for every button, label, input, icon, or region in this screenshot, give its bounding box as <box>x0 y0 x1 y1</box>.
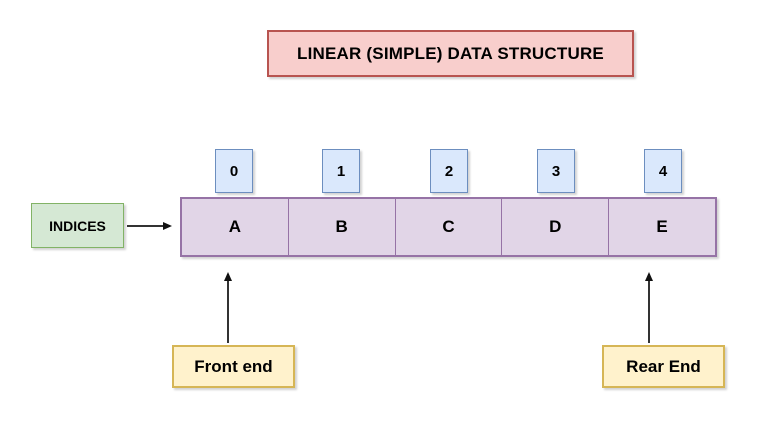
index-label-2: 2 <box>444 162 454 180</box>
array-value-3: D <box>549 217 562 236</box>
index-box-0: 0 <box>215 149 253 193</box>
array-cell-0: A <box>182 199 288 255</box>
array-value-4: E <box>656 217 668 236</box>
index-label-3: 3 <box>551 162 561 180</box>
index-label-4: 4 <box>658 162 668 180</box>
array-value-2: C <box>442 217 455 236</box>
index-box-4: 4 <box>644 149 682 193</box>
front-end-box: Front end <box>172 345 295 388</box>
index-box-2: 2 <box>430 149 468 193</box>
array-value-0: A <box>228 217 242 236</box>
index-label-0: 0 <box>229 162 239 180</box>
array-cell-3: D <box>501 199 608 255</box>
array-row: A B C D E <box>180 197 717 257</box>
array-value-1: B <box>335 217 348 236</box>
index-label-1: 1 <box>336 162 346 180</box>
index-box-1: 1 <box>322 149 360 193</box>
array-cell-1: B <box>287 199 395 255</box>
array-cell-4: E <box>608 199 715 255</box>
array-cell-2: C <box>394 199 502 255</box>
indices-label-text: INDICES <box>49 217 106 234</box>
indices-label-box: INDICES <box>31 203 124 248</box>
front-end-label: Front end <box>194 356 273 376</box>
rear-end-label: Rear End <box>626 356 701 376</box>
index-box-3: 3 <box>537 149 575 193</box>
title-box: LINEAR (SIMPLE) DATA STRUCTURE <box>267 30 634 77</box>
title-text: LINEAR (SIMPLE) DATA STRUCTURE <box>297 43 604 63</box>
rear-end-box: Rear End <box>602 345 725 388</box>
